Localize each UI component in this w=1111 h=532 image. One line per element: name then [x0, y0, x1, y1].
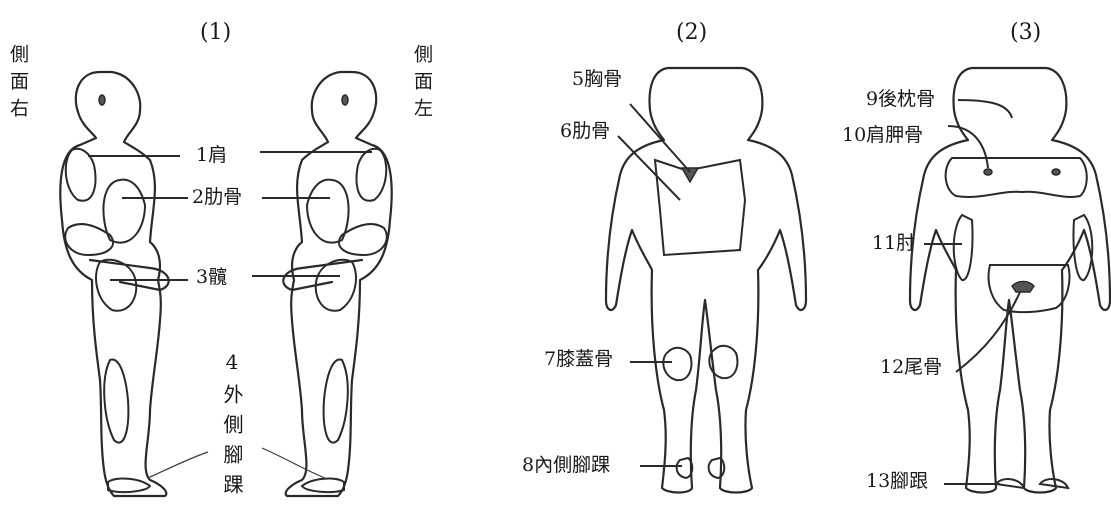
panel-3-heading: (3) — [1010, 22, 1041, 44]
label-kneecap: 7膝蓋骨 — [544, 350, 613, 369]
label-occipital: 9後枕骨 — [866, 90, 935, 109]
label-coccyx: 12尾骨 — [880, 358, 942, 377]
figure-right-side-view — [60, 72, 168, 496]
label-outer-ankle: 4外側腳踝 — [222, 350, 242, 504]
label-inner-ankle: 8內側腳踝 — [522, 456, 610, 475]
label-ribs-side: 2肋骨 — [192, 188, 242, 207]
label-hip: 3髖 — [196, 268, 227, 287]
label-elbow: 11肘 — [872, 234, 915, 253]
label-scapula: 10肩胛骨 — [842, 126, 923, 145]
label-ribs-front: 6肋骨 — [560, 122, 610, 141]
panel-2-heading: (2) — [676, 22, 707, 44]
label-shoulder: 1肩 — [196, 146, 227, 165]
panel-1-heading: (1) — [200, 22, 231, 44]
figure-left-side-view — [283, 72, 391, 496]
label-sternum: 5胸骨 — [572, 70, 622, 89]
label-heel: 13腳跟 — [866, 472, 928, 491]
figure-back-view — [910, 68, 1110, 493]
figure-front-view — [606, 68, 806, 493]
right-side-view-label: 側面右 — [8, 44, 27, 125]
left-side-view-label: 側面左 — [412, 44, 431, 125]
